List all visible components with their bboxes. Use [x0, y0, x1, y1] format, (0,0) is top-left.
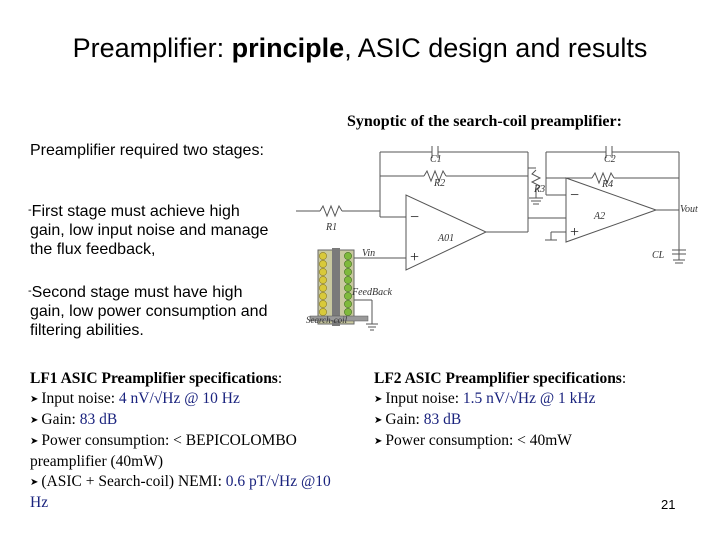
- lf1-item-gain: ➤Gain: 83 dB: [30, 410, 350, 431]
- lf2-item-value: 83 dB: [423, 411, 462, 428]
- lf1-item-power: ➤Power consumption: < BEPICOLOMBO preamp…: [30, 431, 350, 472]
- title-part-1: Preamplifier:: [72, 33, 232, 63]
- label-c2: C2: [604, 154, 616, 165]
- label-vin: Vin: [362, 248, 375, 259]
- label-feedback: FeedBack: [351, 287, 393, 298]
- lf1-heading-suffix: :: [277, 370, 283, 387]
- label-r2: R2: [433, 178, 445, 189]
- label-r4: R4: [601, 179, 613, 190]
- arrow-bullet-icon: ➤: [30, 415, 39, 426]
- bullet-second-stage: -Second stage must have high gain, low p…: [28, 282, 275, 340]
- label-a2: A2: [593, 211, 605, 222]
- lf1-item-label: Power consumption: < BEPICOLOMBO preampl…: [30, 432, 297, 470]
- lf1-item-noise: ➤Input noise: 4 nV/√Hz @ 10 Hz: [30, 389, 350, 410]
- lf1-item-label: Input noise:: [41, 390, 119, 407]
- arrow-bullet-icon: ➤: [374, 415, 383, 426]
- lf1-item-value: 0.6 pT/√Hz @10 Hz: [30, 473, 331, 511]
- bullet-text: Second stage must have high gain, low po…: [30, 284, 268, 339]
- lf2-item-power: ➤Power consumption: < 40mW: [374, 431, 694, 452]
- lf2-item-label: Gain:: [385, 411, 424, 428]
- label-r1: R1: [325, 222, 337, 233]
- bullet-dash: -: [28, 204, 32, 216]
- lf2-item-noise: ➤Input noise: 1.5 nV/√Hz @ 1 kHz: [374, 389, 694, 410]
- lf2-heading-suffix: :: [621, 370, 627, 387]
- svg-text:+: +: [570, 224, 579, 241]
- page-title: Preamplifier: principle, ASIC design and…: [0, 33, 720, 64]
- lf1-specifications: LF1 ASIC Preamplifier specifications: ➤I…: [30, 369, 350, 513]
- lf2-specifications: LF2 ASIC Preamplifier specifications: ➤I…: [374, 369, 694, 452]
- label-c1: C1: [430, 154, 442, 165]
- arrow-bullet-icon: ➤: [374, 436, 383, 447]
- lf1-item-nemi: ➤(ASIC + Search-coil) NEMI: 0.6 pT/√Hz @…: [30, 472, 350, 513]
- bullet-dash: -: [28, 285, 32, 297]
- bullet-text: First stage must achieve high gain, low …: [30, 203, 269, 258]
- lf2-item-gain: ➤Gain: 83 dB: [374, 410, 694, 431]
- svg-text:+: +: [410, 249, 419, 266]
- arrow-bullet-icon: ➤: [30, 477, 39, 488]
- arrow-bullet-icon: ➤: [30, 436, 39, 447]
- page-number: 21: [661, 497, 676, 512]
- intro-text: Preamplifier required two stages:: [30, 142, 264, 159]
- arrow-bullet-icon: ➤: [374, 394, 383, 405]
- title-part-3: , ASIC design and results: [344, 33, 648, 63]
- lf1-heading: LF1 ASIC Preamplifier specifications: [30, 370, 278, 387]
- lf1-item-label: Gain:: [41, 411, 80, 428]
- lf2-heading: LF2 ASIC Preamplifier specifications: [374, 370, 622, 387]
- svg-text:−: −: [410, 209, 419, 226]
- label-a01: A01: [437, 233, 454, 244]
- lf2-item-label: Input noise:: [385, 390, 463, 407]
- lf1-item-label: (ASIC + Search-coil) NEMI:: [41, 473, 226, 490]
- label-vout: Vout: [680, 204, 698, 215]
- lf2-item-label: Power consumption: < 40mW: [385, 432, 572, 449]
- arrow-bullet-icon: ➤: [30, 394, 39, 405]
- lf1-item-value: 83 dB: [79, 411, 118, 428]
- search-coil-icon: [309, 248, 369, 326]
- title-part-2: principle: [231, 33, 345, 63]
- svg-text:−: −: [570, 187, 579, 204]
- synoptic-heading: Synoptic of the search-coil preamplifier…: [347, 113, 622, 130]
- label-cl: CL: [652, 250, 665, 261]
- bullet-first-stage: -First stage must achieve high gain, low…: [28, 201, 275, 259]
- label-r3: R3: [533, 184, 545, 195]
- label-search-coil: Search-coil: [306, 315, 348, 325]
- preamplifier-schematic: − + − + C1 R2 C2 R4 R3 R1 A01 A2 Vout Vi…: [296, 146, 698, 331]
- lf1-item-value: 4 nV/√Hz @ 10 Hz: [118, 390, 240, 407]
- lf2-item-value: 1.5 nV/√Hz @ 1 kHz: [462, 390, 596, 407]
